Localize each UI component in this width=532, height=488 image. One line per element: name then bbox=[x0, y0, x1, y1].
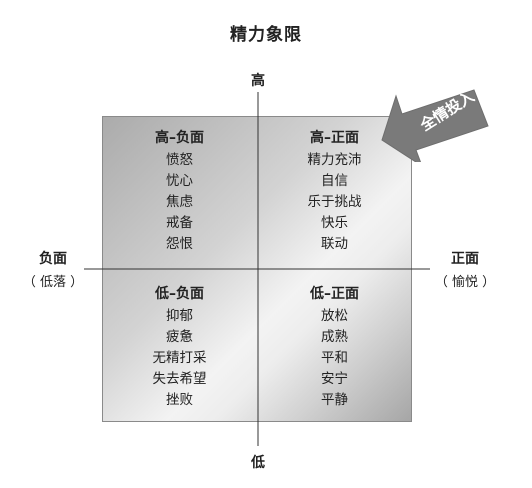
axis-label-high: 高 bbox=[251, 73, 265, 89]
axis-label-negative-sub: （ 低落 ） bbox=[22, 275, 84, 290]
quadrant-low-negative: 低–负面 抑郁 疲惫 无精打采 失去希望 挫败 bbox=[102, 284, 257, 411]
list-item: 平和 bbox=[321, 350, 348, 366]
quadrant-title: 高–正面 bbox=[310, 130, 359, 146]
axis-label-positive-title: 正面 bbox=[451, 251, 479, 267]
quadrant-high-negative: 高–负面 愤怒 忧心 焦虑 戒备 怨恨 bbox=[102, 128, 257, 255]
list-item: 抑郁 bbox=[166, 308, 193, 324]
list-item: 平静 bbox=[321, 392, 348, 408]
list-item: 精力充沛 bbox=[307, 152, 362, 168]
quadrant-title: 高–负面 bbox=[155, 130, 204, 146]
list-item: 戒备 bbox=[166, 215, 193, 231]
axis-label-positive: 正面 （ 愉悦 ） bbox=[430, 248, 500, 290]
quadrant-title: 低–负面 bbox=[155, 286, 204, 302]
axis-label-negative: 负面 （ 低落 ） bbox=[18, 248, 88, 290]
quadrant-high-positive: 高–正面 精力充沛 自信 乐于挑战 快乐 联动 bbox=[257, 128, 412, 255]
axis-label-low: 低 bbox=[251, 455, 265, 471]
list-item: 自信 bbox=[321, 173, 348, 189]
quadrant-title: 低–正面 bbox=[310, 286, 359, 302]
list-item: 无精打采 bbox=[152, 350, 207, 366]
list-item: 放松 bbox=[321, 308, 348, 324]
list-item: 愤怒 bbox=[166, 152, 193, 168]
list-item: 忧心 bbox=[166, 173, 193, 189]
quadrant-low-positive: 低–正面 放松 成熟 平和 安宁 平静 bbox=[257, 284, 412, 411]
arrow-icon bbox=[381, 89, 489, 162]
list-item: 怨恨 bbox=[166, 236, 193, 252]
list-item: 焦虑 bbox=[166, 194, 193, 210]
list-item: 疲惫 bbox=[166, 329, 193, 345]
list-item: 联动 bbox=[321, 236, 348, 252]
list-item: 乐于挑战 bbox=[307, 194, 362, 210]
list-item: 失去希望 bbox=[152, 371, 207, 387]
list-item: 快乐 bbox=[321, 215, 348, 231]
list-item: 挫败 bbox=[166, 392, 193, 408]
axis-label-positive-sub: （ 愉悦 ） bbox=[434, 275, 496, 290]
diagram-title: 精力象限 bbox=[230, 25, 302, 45]
axis-label-negative-title: 负面 bbox=[39, 251, 67, 267]
list-item: 安宁 bbox=[321, 371, 348, 387]
list-item: 成熟 bbox=[321, 329, 348, 345]
